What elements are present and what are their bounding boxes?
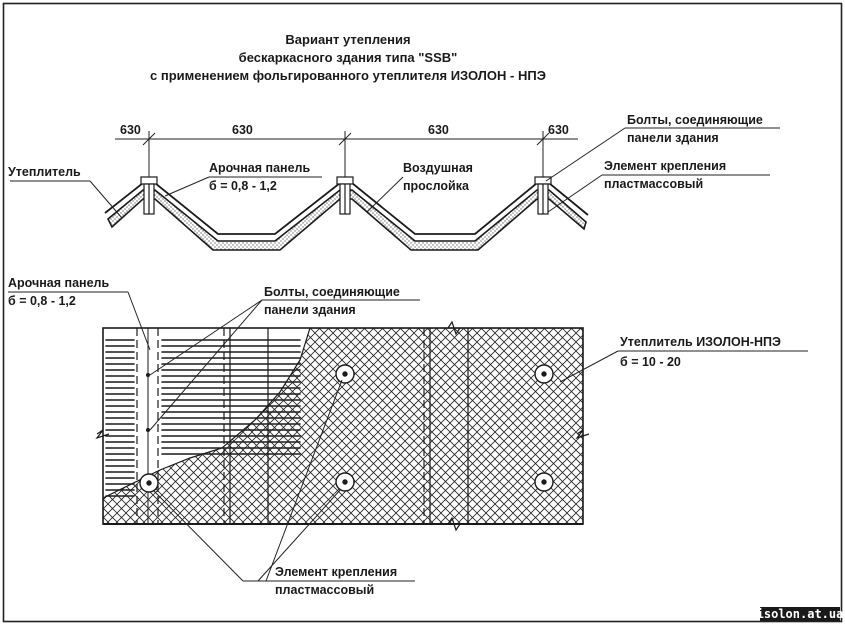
small-bolt-1: [146, 373, 150, 377]
watermark: isolon.at.ua: [757, 607, 844, 621]
break-marks: [95, 320, 590, 532]
leader-plan-fastener-4: [265, 379, 343, 582]
dim-630-1: 630: [120, 123, 141, 137]
fastener-circle-5: [534, 472, 554, 492]
fastener-circle-4: [534, 364, 554, 384]
section-fastener-line2: пластмассовый: [604, 177, 703, 191]
leader-insulation-2: [89, 180, 123, 219]
section-air-gap-line1: Воздушная: [403, 161, 473, 175]
plan-insulation-line2: б = 10 - 20: [620, 355, 681, 369]
watermark-bg: [760, 607, 840, 621]
plan-arch-panel-line2: б = 0,8 - 1,2: [8, 294, 76, 308]
leader-bolts-2: [545, 127, 626, 182]
dim-630-2: 630: [232, 123, 253, 137]
plan-bolts-line1: Болты, соединяющие: [264, 285, 400, 299]
small-bolt-2: [146, 428, 150, 432]
fastener-circles: [139, 364, 554, 493]
plan-arch-panel-line1: Арочная панель: [8, 276, 109, 290]
title-line-2: бескаркасного здания типа "SSB": [239, 50, 458, 65]
insulation-hatched-region: [103, 328, 583, 524]
title-line-1: Вариант утепления: [285, 32, 410, 47]
section-bolts-line2: панели здания: [627, 131, 719, 145]
title-block: Вариант утепления бескаркасного здания т…: [150, 32, 546, 83]
leader-plan-arch-panel-2: [127, 291, 151, 351]
crest-fastener-1: [140, 176, 158, 215]
section-insulation-label: Утеплитель: [8, 165, 81, 179]
leader-plan-fastener-2: [152, 489, 244, 582]
cross-section: 630 630 630 630 Утеплитель Арочная панел…: [8, 113, 780, 251]
fastener-circle-1: [139, 473, 159, 493]
section-bolts-line1: Болты, соединяющие: [627, 113, 763, 127]
section-arch-panel-line2: б = 0,8 - 1,2: [209, 179, 277, 193]
dim-630-3: 630: [428, 123, 449, 137]
plan-fastener-line2: пластмассовый: [275, 583, 374, 597]
leader-plan-bolts-3: [149, 299, 263, 431]
leader-air-gap: [366, 176, 404, 213]
dim-630-4: 630: [548, 123, 569, 137]
fastener-circle-3: [335, 472, 355, 492]
leader-arch-panel-2: [164, 176, 210, 197]
leader-plan-insulation-2: [559, 350, 619, 383]
section-arch-panel-line1: Арочная панель: [209, 161, 310, 175]
section-air-gap-line2: прослойка: [403, 179, 470, 193]
dimension-line: [115, 131, 578, 186]
leader-fastener-2: [547, 174, 603, 213]
fastener-circle-2: [335, 364, 355, 384]
section-fastener-line1: Элемент крепления: [604, 159, 726, 173]
plan-fastener-line1: Элемент крепления: [275, 565, 397, 579]
plan-view: Арочная панель б = 0,8 - 1,2 Болты, соед…: [8, 276, 808, 597]
plan-bolts-line2: панели здания: [264, 303, 356, 317]
crest-fastener-3: [534, 176, 552, 215]
crest-fastener-2: [336, 176, 354, 215]
title-line-3: с применением фольгированного утеплителя…: [150, 68, 546, 83]
leader-plan-bolts-2: [149, 299, 263, 376]
plan-insulation-line1: Утеплитель ИЗОЛОН-НПЭ: [620, 335, 781, 349]
